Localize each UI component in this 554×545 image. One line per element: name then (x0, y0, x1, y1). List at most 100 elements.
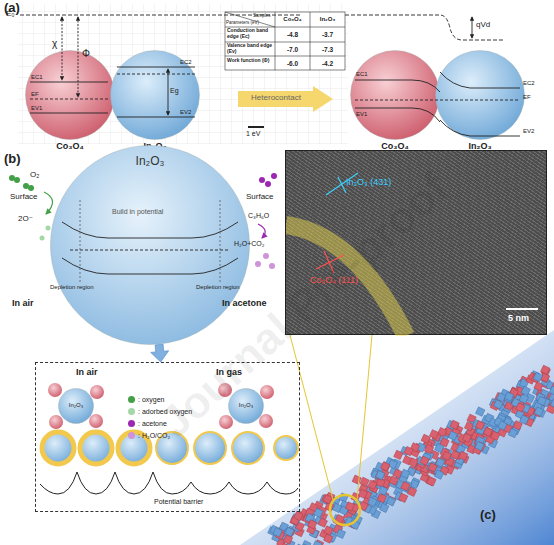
decor-shape (78, 17, 79, 97)
decor-shape (90, 385, 104, 399)
decor-shape (225, 12, 345, 70)
decor-shape (265, 181, 271, 187)
nanocube (399, 493, 408, 502)
nanocube (318, 518, 327, 527)
node-shape (350, 50, 440, 140)
annotation-label: 1 eV (246, 130, 260, 138)
grain-circle: In₂O₃ (58, 388, 94, 424)
heterocontact-arrow: Heterocontact (238, 86, 333, 112)
annotation-label: EC2 (180, 59, 192, 66)
nanocube (537, 396, 546, 405)
decor-shape (48, 383, 62, 397)
legend-swatch (128, 396, 135, 403)
nanocube (386, 497, 395, 506)
decor-shape (30, 82, 108, 113)
annotation-label: Co₃O₄ (275, 16, 310, 23)
nanocube (381, 462, 390, 471)
node-text: In₂O₃ (228, 402, 264, 409)
nanofiber (268, 365, 554, 545)
nanocube (352, 475, 361, 484)
annotation-label: EF (31, 91, 39, 98)
nanocube (313, 541, 322, 545)
nanocube (273, 528, 282, 537)
annotation-label: -4.8 (275, 31, 310, 38)
annotation-label: EC1 (356, 71, 368, 78)
decor-shape (255, 261, 261, 267)
decor-shape (345, 15, 505, 40)
nanocube (462, 433, 471, 442)
decor-shape (259, 414, 273, 428)
nanocube (429, 430, 438, 439)
node-text: Heterocontact (240, 93, 312, 102)
node-text: In air (76, 367, 98, 377)
decor-shape (248, 126, 264, 128)
nanocube (549, 386, 554, 395)
barrier-curve (40, 472, 298, 494)
nanocube (504, 392, 513, 401)
annotation-label: Surface (10, 192, 38, 201)
annotation-label: E₀ (6, 9, 15, 18)
nanocube (475, 421, 484, 430)
decor-shape (260, 385, 274, 399)
nanocube (534, 407, 543, 416)
nanocube (475, 441, 484, 450)
decor-shape (42, 432, 74, 464)
decor-shape (117, 67, 195, 117)
annotation-label: Eg (170, 87, 179, 95)
legend-row: : oxygen (128, 390, 164, 408)
legend-swatch (128, 432, 135, 439)
nanocube (476, 407, 485, 416)
circle-outline (111, 51, 200, 140)
circle-outline (59, 389, 94, 424)
nanocube (368, 480, 377, 489)
annotation-label: -7.3 (310, 46, 345, 53)
decor-shape (258, 224, 265, 238)
annotation-label: -7.0 (275, 46, 310, 53)
nanocube (533, 372, 542, 381)
legend-row: : H₂O/CO₂ (128, 426, 170, 444)
arrow-outline (238, 86, 333, 112)
circle-outline (51, 146, 250, 345)
nanocube (380, 503, 389, 512)
nanocube (498, 421, 507, 430)
watermark: Journal Pre-proof (150, 163, 458, 448)
decor-shape (274, 436, 298, 460)
decor-shape (271, 173, 277, 179)
nanocube (394, 450, 403, 459)
nanocube (450, 420, 459, 429)
legend-row: : acetone (128, 414, 167, 432)
annotation-label: 2O⁻ (18, 214, 33, 223)
nanocube (434, 470, 443, 479)
node-text: 5 nm (508, 313, 529, 323)
nanocube (442, 451, 451, 460)
nanocube (302, 540, 311, 545)
flow-arrow (151, 344, 169, 362)
nanocube (435, 443, 444, 452)
nanocube (513, 421, 522, 430)
decor-shape (117, 74, 195, 75)
nanocube (459, 451, 468, 460)
annotation-label: In₂O₃ (310, 16, 345, 23)
decor-shape (355, 100, 520, 101)
annotation-label: Work function (Φ) (227, 58, 274, 64)
nanocube (424, 444, 433, 453)
legend-text: : adorbed oxygen (138, 408, 192, 415)
annotation-label: (b) (4, 152, 21, 167)
nanocube (494, 400, 503, 409)
decor-shape (263, 253, 269, 259)
nanocube (358, 489, 367, 498)
parameter-table (225, 12, 345, 70)
decor-shape (472, 17, 473, 38)
annotation-label: EC2 (523, 80, 535, 87)
node-shape (435, 50, 525, 140)
annotation-label: Conduction band edge (Ec) (227, 28, 274, 40)
nanocube (516, 403, 525, 412)
decor-shape (168, 69, 169, 115)
nanocube (368, 497, 377, 506)
nanocube (448, 431, 457, 440)
nanocube (301, 544, 310, 545)
oxide-circle: In₂O₃ (435, 50, 525, 140)
nanocube (491, 431, 500, 440)
